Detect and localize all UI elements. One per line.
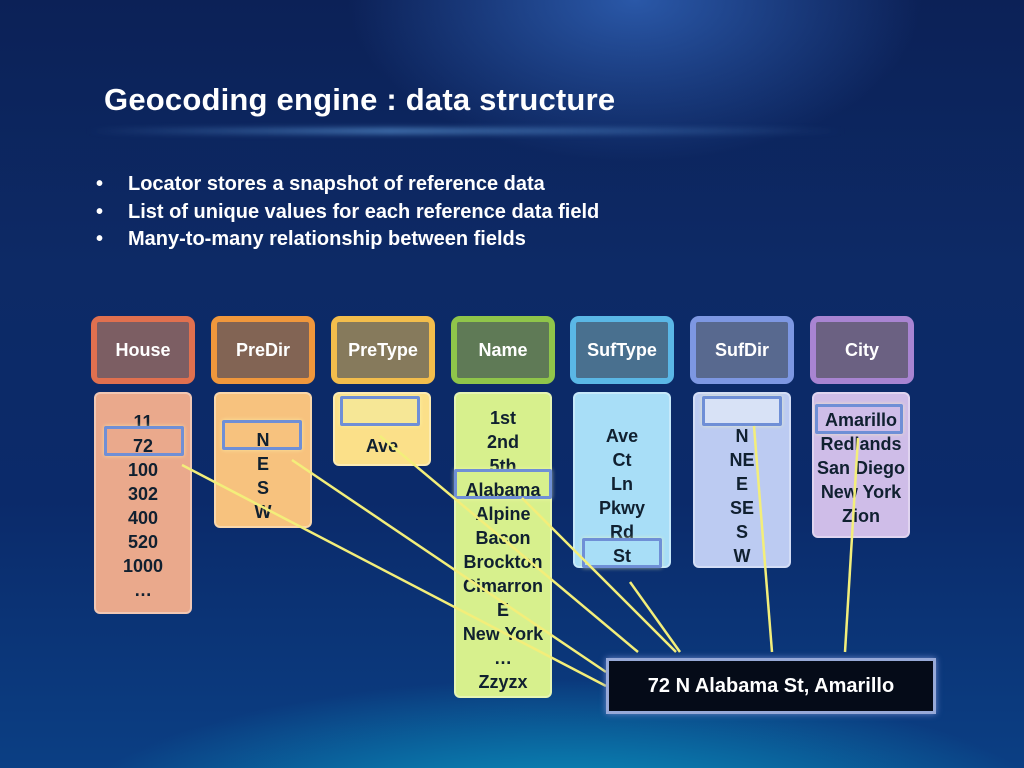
highlight-pretype-empty (340, 396, 420, 426)
value-item: 1st (489, 408, 516, 428)
title-underline-glow (86, 128, 846, 134)
field-header-label: SufDir (696, 322, 788, 378)
line-sufdir (752, 425, 774, 653)
bullet-text: Many-to-many relationship between fields (128, 228, 526, 250)
geocoded-address: 72 N Alabama St, Amarillo (647, 674, 895, 697)
highlight-predir-n (222, 420, 302, 450)
geocoded-address-box: 72 N Alabama St, Amarillo (606, 658, 936, 714)
value-item: San Diego (816, 458, 905, 478)
bullet-text: Locator stores a snapshot of reference d… (128, 173, 545, 195)
value-list-name: 1st 2nd 5th Alabama Alpine Bacon Brockto… (454, 392, 552, 698)
bullet-item: • Locator stores a snapshot of reference … (96, 171, 599, 199)
value-item: Pkwy (598, 498, 646, 518)
value-item: SE (729, 498, 754, 518)
value-item: N (735, 426, 749, 446)
value-item: Alabama (465, 480, 541, 500)
value-item: Ave (605, 426, 639, 446)
value-list-city: Amarillo Redlands San Diego New York Zio… (812, 392, 910, 538)
value-item: E (256, 454, 269, 474)
value-item: Amarillo (824, 410, 898, 430)
value-item: 400 (127, 508, 159, 528)
field-header-label: House (97, 322, 189, 378)
value-item: Ave (365, 436, 399, 456)
line-name (521, 497, 677, 653)
value-item: W (254, 502, 272, 522)
field-header-suftype: SufType (570, 316, 674, 384)
highlight-city-amarillo (815, 404, 903, 434)
value-item: Alpine (475, 504, 531, 524)
value-item: Zion (842, 506, 880, 526)
value-item: NE (729, 450, 755, 470)
line-predir (291, 458, 607, 674)
value-item: St (613, 546, 631, 566)
value-item: N (256, 430, 270, 450)
bullet-item: • Many-to-many relationship between field… (96, 226, 599, 254)
value-item: 302 (127, 484, 159, 504)
value-item: E (735, 474, 748, 494)
highlight-house-72 (104, 426, 184, 456)
field-header-label: City (816, 322, 908, 378)
value-item: Redlands (820, 434, 902, 454)
field-header-city: City (810, 316, 914, 384)
value-item: … (494, 648, 512, 668)
value-item: Zzyzx (478, 672, 528, 692)
bullet-glyph: • (96, 173, 104, 195)
value-item: New York (462, 624, 544, 644)
value-item: … (134, 580, 152, 600)
bullet-glyph: • (96, 200, 104, 223)
value-item: Ct (612, 450, 632, 470)
bullet-item: • List of unique values for each referenc… (96, 199, 599, 227)
line-house (181, 463, 607, 688)
line-city (843, 437, 860, 653)
field-header-name: Name (451, 316, 555, 384)
line-suftype (628, 581, 682, 653)
field-header-predir: PreDir (211, 316, 315, 384)
highlight-sufdir-empty (702, 396, 782, 426)
slide-title: Geocoding engine : data structure (104, 82, 616, 117)
value-item: New York (820, 482, 902, 502)
value-item: Cimarron (462, 576, 543, 596)
bullet-text: List of unique values for each reference… (128, 200, 600, 223)
line-pretype (379, 435, 639, 653)
value-list-house: 11 72 100 302 400 520 1000 … (94, 392, 192, 614)
value-item: Rd (610, 522, 634, 542)
value-item: W (733, 546, 751, 566)
field-header-label: PreDir (217, 322, 309, 378)
field-header-pretype: PreType (331, 316, 435, 384)
field-header-label: PreType (337, 322, 429, 378)
bullet-glyph: • (96, 228, 104, 250)
value-item: 100 (127, 460, 159, 480)
highlight-name-alabama (454, 469, 552, 499)
field-header-label: Name (457, 322, 549, 378)
value-item: 1000 (122, 556, 164, 576)
bullet-list: • Locator stores a snapshot of reference … (96, 171, 599, 254)
value-item: 72 (132, 436, 154, 456)
highlight-suftype-st (582, 538, 662, 568)
value-item: 520 (127, 532, 159, 552)
field-header-sufdir: SufDir (690, 316, 794, 384)
value-item: S (735, 522, 748, 542)
value-list-predir: N E S W (214, 392, 312, 528)
value-item: S (256, 478, 269, 498)
value-item: Ln (611, 474, 633, 494)
field-header-label: SufType (576, 322, 668, 378)
value-item: 2nd (486, 432, 519, 452)
field-header-house: House (91, 316, 195, 384)
